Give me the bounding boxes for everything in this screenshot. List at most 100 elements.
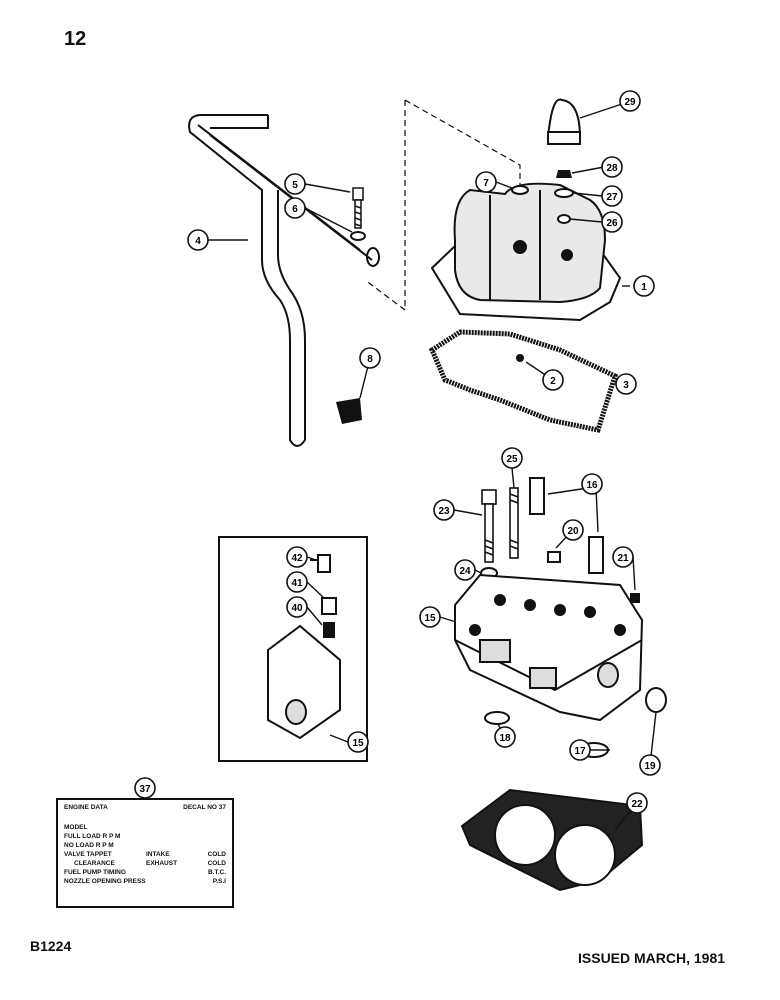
- decal-row: NO LOAD R P M: [64, 841, 226, 850]
- washer: [350, 231, 366, 241]
- decal-row-value: P.S.I: [212, 878, 226, 885]
- issued-date: ISSUED MARCH, 1981: [578, 950, 726, 966]
- svg-text:22: 22: [631, 799, 643, 810]
- callout-5: 5: [284, 173, 306, 195]
- callout-3: 3: [615, 373, 637, 395]
- decal-number: DECAL NO 37: [183, 804, 226, 811]
- callout-6: 6: [284, 197, 306, 219]
- svg-text:41: 41: [291, 578, 303, 589]
- callout-37: 37: [134, 777, 156, 799]
- svg-text:8: 8: [367, 354, 373, 365]
- grommet: [516, 354, 524, 362]
- bolt: [352, 187, 364, 229]
- plug-small: [630, 593, 640, 603]
- svg-text:17: 17: [574, 746, 586, 757]
- svg-text:29: 29: [624, 97, 636, 108]
- nut-washer: [557, 214, 571, 224]
- decal-row-label: MODEL: [64, 824, 88, 831]
- callout-25: 25: [501, 447, 523, 469]
- decal-row: MODEL: [64, 823, 226, 832]
- callout-16: 16: [581, 473, 603, 495]
- callout-28: 28: [601, 156, 623, 178]
- svg-text:26: 26: [606, 218, 618, 229]
- svg-text:37: 37: [139, 784, 151, 795]
- injector-sleeve: [645, 687, 667, 713]
- inset-nipple: [323, 622, 335, 638]
- svg-text:6: 6: [292, 204, 298, 215]
- callout-15: 15: [419, 606, 441, 628]
- decal-row: VALVE TAPPET INTAKE COLD: [64, 850, 226, 859]
- decal-row-label: VALVE TAPPET: [64, 851, 112, 858]
- tube-lower: [588, 536, 604, 574]
- decal-row-value: B.T.C.: [207, 869, 226, 876]
- svg-text:40: 40: [291, 603, 303, 614]
- svg-text:1: 1: [641, 282, 647, 293]
- svg-text:7: 7: [483, 178, 489, 189]
- svg-text:3: 3: [623, 380, 629, 391]
- callout-40: 40: [286, 596, 308, 618]
- decal-row-label: NOZZLE OPENING PRESS: [64, 878, 146, 885]
- svg-text:42: 42: [291, 553, 303, 564]
- svg-text:16: 16: [586, 480, 598, 491]
- callout-26: 26: [601, 211, 623, 233]
- callout-27: 27: [601, 185, 623, 207]
- callout-19: 19: [639, 754, 661, 776]
- seal-washer: [511, 185, 529, 195]
- figure-code: B1224: [30, 938, 72, 954]
- cylinder-head-bolt: [481, 489, 497, 563]
- callout-29: 29: [619, 90, 641, 112]
- decal-row-value: COLD: [207, 860, 226, 867]
- nut: [556, 170, 572, 178]
- callout-7: 7: [475, 171, 497, 193]
- plug: [547, 551, 561, 563]
- decal-row-label: CLEARANCE: [74, 860, 115, 867]
- decal-row-label: NO LOAD R P M: [64, 842, 114, 849]
- lifting-bar: [188, 114, 380, 447]
- clip: [336, 398, 362, 424]
- svg-text:27: 27: [606, 192, 618, 203]
- decal-row: CLEARANCE EXHAUST COLD: [64, 859, 226, 868]
- decal-row: NOZZLE OPENING PRESS P.S.I: [64, 877, 226, 886]
- stud: [509, 487, 519, 559]
- inset-head: [267, 624, 341, 740]
- callout-22: 22: [626, 792, 648, 814]
- decal-row-value: COLD: [207, 851, 226, 858]
- callouts: 1 2 3 4 5 6 7 8 15 15 16 17 18 19 20 21 …: [134, 90, 661, 814]
- callout-18: 18: [494, 726, 516, 748]
- callout-8: 8: [359, 347, 381, 369]
- decal-row-label: FUEL PUMP TIMING: [64, 869, 126, 876]
- decal-row: FULL LOAD R P M: [64, 832, 226, 841]
- svg-text:20: 20: [567, 526, 579, 537]
- cover-gasket: [428, 329, 619, 433]
- inset-frame: [218, 536, 368, 762]
- svg-text:15: 15: [352, 738, 364, 749]
- callout-17: 17: [569, 739, 591, 761]
- lifting-eye: [546, 98, 582, 145]
- valve-cover: [430, 182, 622, 322]
- callout-21: 21: [612, 546, 634, 568]
- callout-4: 4: [187, 229, 209, 251]
- svg-text:15: 15: [424, 613, 436, 624]
- svg-text:28: 28: [606, 163, 618, 174]
- svg-text:18: 18: [499, 733, 511, 744]
- decal-row: FUEL PUMP TIMING B.T.C.: [64, 868, 226, 877]
- callout-20: 20: [562, 519, 584, 541]
- tube-upper: [529, 477, 545, 515]
- callout-41: 41: [286, 571, 308, 593]
- svg-text:19: 19: [644, 761, 656, 772]
- callout-24: 24: [454, 559, 476, 581]
- callout-2: 2: [542, 369, 564, 391]
- inset-adapter: [321, 597, 337, 615]
- decal-title: ENGINE DATA: [64, 804, 108, 811]
- decal-row-middle: EXHAUST: [146, 860, 178, 867]
- page-number: 12: [64, 28, 87, 50]
- head-gasket: [460, 788, 644, 892]
- svg-text:2: 2: [550, 376, 556, 387]
- decal-row-middle: INTAKE: [146, 851, 170, 858]
- svg-text:21: 21: [617, 553, 629, 564]
- callout-42: 42: [286, 546, 308, 568]
- valve-seat-insert: [484, 711, 510, 725]
- flat-washer: [554, 188, 574, 198]
